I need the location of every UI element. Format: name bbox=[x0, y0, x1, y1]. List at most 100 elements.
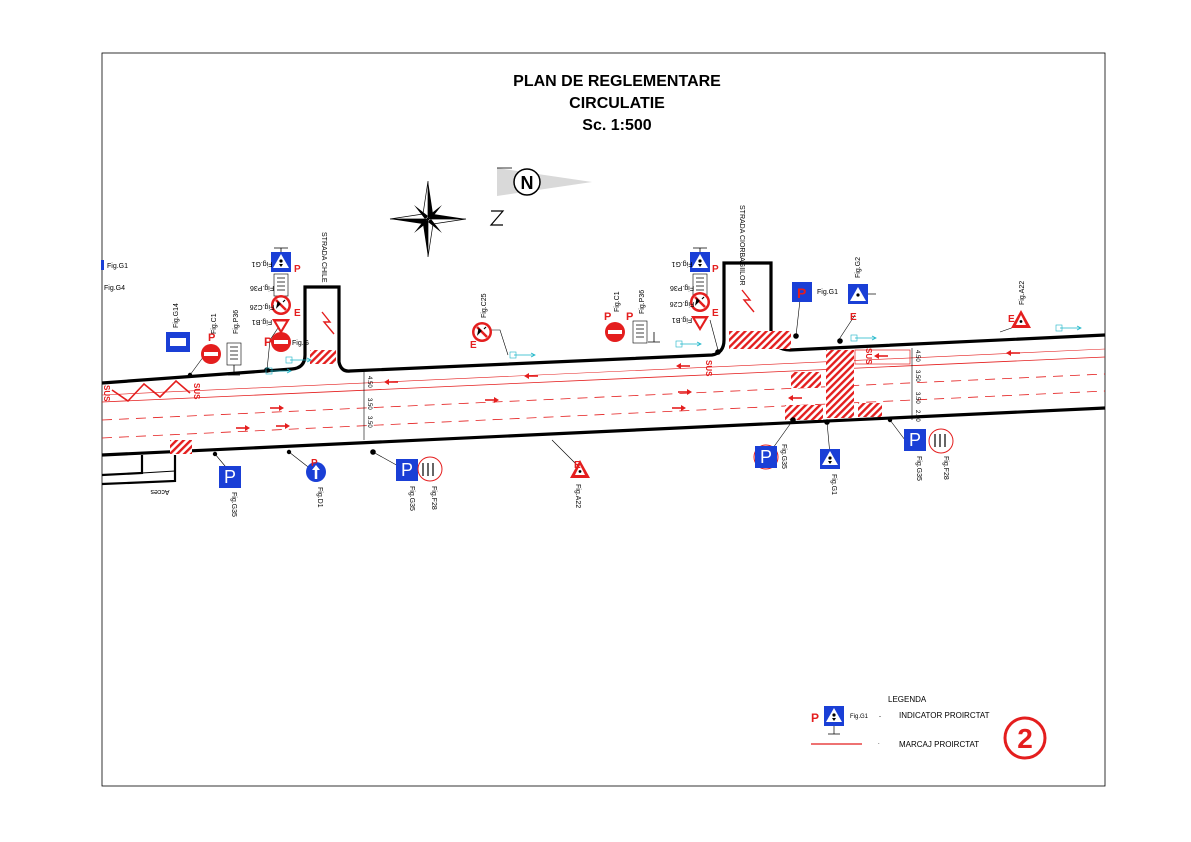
sign-letter-p7: P bbox=[797, 285, 806, 301]
label-sign-letters-sus: SUS bbox=[864, 348, 873, 365]
street-name-chile: STRADA CHILE bbox=[320, 232, 327, 283]
label-figures-g35-a: Fig.G35 bbox=[230, 492, 237, 517]
label-figures-p36-left: Fig.P36 bbox=[233, 310, 240, 334]
crosswalk-main bbox=[170, 349, 911, 454]
sign-letter-p5: P bbox=[626, 311, 633, 323]
legend-sign-icon bbox=[824, 706, 844, 726]
dim-d-r: 2.50 bbox=[914, 410, 920, 422]
legend-title: LEGENDA bbox=[888, 695, 927, 704]
legend-dot: . bbox=[878, 740, 880, 746]
label-figures-g-short: Fig.G bbox=[292, 340, 309, 347]
label-figures-f28-b: Fig.F28 bbox=[942, 456, 949, 480]
legend: LEGENDA P Fig.G1 - INDICATOR PROIRCTAT .… bbox=[811, 695, 990, 749]
label-figures-b1-left: Fig.B1 bbox=[252, 318, 272, 325]
sign-g1-bot: Fig.G1 bbox=[820, 449, 840, 495]
sign-c25: E Fig.C25 bbox=[470, 293, 494, 351]
sign-c1-mid: P Fig.C1 bbox=[604, 291, 625, 342]
sign-c1-left: P Fig.C1 bbox=[201, 313, 221, 364]
label-figures-g1-bot: Fig.G1 bbox=[830, 474, 837, 495]
dimension-line-left: 4.50 3.50 3.50 bbox=[363, 372, 372, 440]
crosswalk-chile bbox=[310, 350, 336, 364]
label-figures-g1-rot-mid: Fig.G1 bbox=[671, 260, 692, 267]
label-figures-p36-rot-mid: Fig.P36 bbox=[670, 284, 694, 291]
sign-p36-mid: P Fig.P36 bbox=[626, 290, 661, 344]
page-number: 2 bbox=[1017, 723, 1033, 754]
legend-sign-fig: Fig.G1 bbox=[850, 714, 869, 720]
cyan-pointers bbox=[265, 324, 1082, 375]
plan-title-line2: CIRCULATIE bbox=[569, 95, 665, 112]
label-figures-c26-left: Fig.C26 bbox=[250, 303, 275, 310]
fig-g1-left-edge: Fig.G1 bbox=[107, 263, 128, 270]
sign-f28-b: Fig.F28 bbox=[928, 428, 954, 480]
sign-g35-b: Fig.G35 bbox=[396, 459, 418, 511]
sign-g35-a: Fig.G35 bbox=[219, 466, 241, 517]
sheet-frame bbox=[101, 52, 1106, 787]
dim-a-r: 4.50 bbox=[914, 350, 920, 362]
plan-title-line1: PLAN DE REGLEMENTARE bbox=[513, 73, 721, 90]
sus-labels: SUS SUS SUS SUS bbox=[102, 348, 873, 402]
sign-a22-bot: E Fig.A22 bbox=[570, 460, 590, 508]
lane-arrows bbox=[235, 289, 1021, 432]
sign-letter-e5: E bbox=[1008, 314, 1015, 325]
zigzag-marking bbox=[111, 379, 191, 403]
sign-p36-left: Fig.P36 bbox=[226, 310, 242, 376]
sign-g14: Fig.G14 bbox=[166, 303, 190, 352]
sign-letter-e1: E bbox=[294, 308, 301, 319]
access-driveway: Acces bbox=[101, 455, 177, 495]
plan-scale: Sc. 1:500 bbox=[582, 117, 651, 134]
label-figures-c25: Fig.C25 bbox=[481, 293, 488, 318]
access-label: Acces bbox=[150, 488, 170, 495]
label-sign-letters-sus: SUS bbox=[704, 360, 713, 377]
label-figures-c1-left: Fig.C1 bbox=[211, 313, 218, 334]
sign-letter-p8: P bbox=[311, 458, 318, 469]
legend-dash: - bbox=[879, 714, 881, 720]
label-figures-g35-d: Fig.G35 bbox=[915, 456, 922, 481]
sign-letter-p1: P bbox=[208, 332, 215, 344]
sign-letter-e6: E bbox=[574, 460, 581, 471]
sign-letter-p2: P bbox=[294, 264, 301, 275]
label-figures-b1-mid: Fig.B1 bbox=[672, 316, 692, 323]
dimension-line-right: 4.50 3.50 3.50 2.50 bbox=[911, 348, 920, 422]
label-figures-g35-b: Fig.G35 bbox=[408, 486, 415, 511]
label-figures-d1: Fig.D1 bbox=[316, 487, 323, 508]
sign-letter-p3: P bbox=[264, 335, 272, 349]
sign-group-mid-vertical: P E Fig.G1 Fig.P36 Fig.C26 Fig.B1 bbox=[670, 247, 719, 331]
sign-g2: Fig.G2 E bbox=[848, 257, 876, 323]
dim-b-r: 3.50 bbox=[914, 370, 920, 382]
sign-g35-d: Fig.G35 bbox=[904, 429, 926, 481]
sign-letter-e3: E bbox=[712, 308, 719, 319]
label-figures-p36-rot-left: Fig.P36 bbox=[250, 284, 274, 291]
sign-letter-p6: P bbox=[712, 264, 719, 275]
dim-b: 3.50 bbox=[366, 398, 372, 410]
dim-a: 4.50 bbox=[366, 376, 372, 388]
street-name-ciorbagiilor: STRADA CIORBAGIILOR bbox=[738, 205, 745, 286]
dim-c-r: 3.50 bbox=[914, 392, 920, 404]
north-label: N bbox=[521, 173, 534, 193]
label-figures-a22-top: Fig.A22 bbox=[1019, 281, 1026, 305]
dim-c: 3.50 bbox=[366, 416, 372, 428]
sign-g1-mid: P Fig.G1 bbox=[792, 282, 838, 302]
label-figures-g35-c: Fig.G35 bbox=[780, 444, 787, 469]
leader-dots bbox=[187, 333, 893, 457]
label-sign-letters-sus: SUS bbox=[192, 383, 201, 400]
label-figures-g14: Fig.G14 bbox=[173, 303, 180, 328]
sign-letter-e2: E bbox=[470, 340, 477, 351]
label-figures-c1-mid: Fig.C1 bbox=[614, 291, 621, 312]
crosswalk-ciorbagiilor bbox=[729, 331, 791, 349]
legend-p-letter: P bbox=[811, 711, 819, 725]
label-figures-c26-mid: Fig.C26 bbox=[670, 300, 695, 307]
sign-g1-edge-icon bbox=[101, 260, 104, 270]
north-arrow-icon: N bbox=[497, 167, 592, 196]
label-figures-p36-mid: Fig.P36 bbox=[639, 290, 646, 314]
label-figures-a22-bot: Fig.A22 bbox=[574, 484, 581, 508]
page-number-badge: 2 bbox=[1003, 716, 1047, 760]
legend-sign-text: INDICATOR PROIRCTAT bbox=[899, 711, 990, 720]
label-figures-f28-a: Fig.F28 bbox=[430, 486, 437, 510]
fig-g4: Fig.G4 bbox=[104, 285, 125, 292]
sign-group-left-vertical: P E P Fig.G1 Fig.P36 Fig.C26 Fig.B1 Fig.… bbox=[250, 247, 309, 352]
legend-line-text: MARCAJ PROIRCTAT bbox=[899, 740, 979, 749]
label-figures-g1-mid: Fig.G1 bbox=[817, 289, 838, 296]
label-figures-g2: Fig.G2 bbox=[855, 257, 862, 278]
compass-rose-icon bbox=[389, 180, 505, 258]
